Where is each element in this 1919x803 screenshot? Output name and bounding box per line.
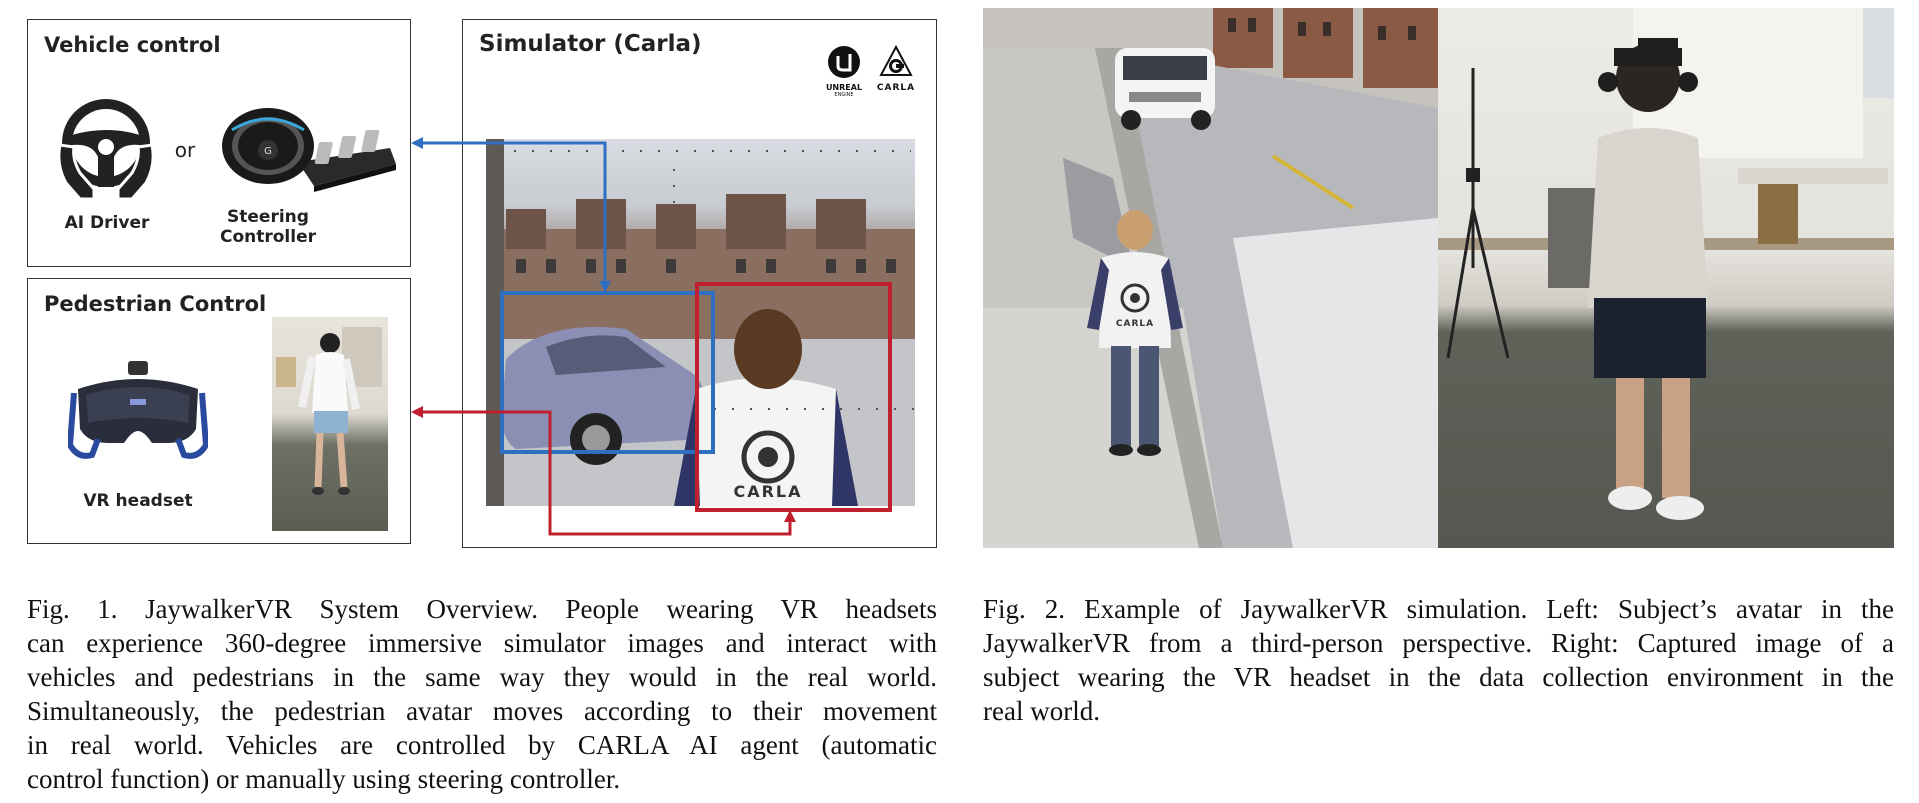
vr-headset-icon [68, 361, 208, 459]
fig2-caption-line: Fig. 2. Example of JaywalkerVR simulatio… [983, 594, 1894, 624]
vr-headset-label: VR headset [83, 491, 193, 511]
vehicle-box-arrowhead [599, 281, 611, 292]
carla-logo: CARLA [873, 44, 919, 117]
vehicle-control-panel: Vehicle control AI Driver or G [27, 19, 411, 267]
figure-2-caption: Fig. 2. Example of JaywalkerVR simulatio… [983, 592, 1894, 728]
ai-driver-steering-wheel-icon [57, 99, 155, 201]
control-flow-arrows [411, 137, 796, 536]
unreal-engine-icon [828, 46, 860, 78]
fig1-caption-line: Fig. 1. JaywalkerVR System Overview. Peo… [27, 594, 937, 624]
vehicle-control-arrow [420, 141, 607, 288]
unreal-logo-text: UNREAL [825, 83, 863, 92]
steering-label-line1: Steering [227, 207, 309, 227]
unreal-logo-subtext: ENGINE [834, 92, 854, 98]
fig2-caption-line: real world. [983, 696, 1100, 726]
avatar-simulation-image: CARLA [983, 8, 1438, 548]
tshirt-carla-text: CARLA [733, 482, 802, 501]
walking-person-photo [272, 317, 388, 531]
pedestrian-control-arrowhead [411, 406, 423, 418]
real-world-subject-photo [1438, 8, 1894, 548]
pedestrian-bounding-box [695, 282, 892, 512]
fig1-caption-line: vehicles and pedestrians in the same way… [27, 662, 937, 692]
or-label: or [174, 138, 196, 162]
svg-text:G: G [264, 146, 272, 157]
vehicle-bounding-box [500, 291, 715, 454]
pedestrian-box-arrowhead [784, 510, 796, 522]
steering-label-line2: Controller [219, 227, 316, 247]
vehicle-control-title: Vehicle control [44, 33, 221, 57]
pedestrian-control-title: Pedestrian Control [44, 292, 267, 316]
simulator-scene-image: CARLA [486, 139, 915, 506]
simulator-title: Simulator (Carla) [479, 31, 702, 57]
figure-1-caption: Fig. 1. JaywalkerVR System Overview. Peo… [27, 592, 937, 796]
fig2-caption-line: subject wearing the VR headset in the da… [983, 662, 1894, 692]
ai-driver-label: AI Driver [64, 213, 150, 233]
steering-controller-icon: G [222, 108, 396, 192]
fig1-caption-line: control function) or manually using stee… [27, 764, 621, 794]
fig1-caption-line: in real world. Vehicles are controlled b… [27, 730, 937, 760]
pedestrian-control-panel: Pedestrian Control VR headset [27, 278, 411, 544]
simulator-panel: Simulator (Carla) UNREAL ENGINE CARLA [462, 19, 937, 548]
carla-logo-text: CARLA [876, 83, 916, 93]
steering-controller-label: Steering Controller [208, 207, 328, 247]
unreal-engine-logo: UNREAL ENGINE [821, 45, 867, 117]
avatar-tshirt-text: CARLA [1116, 319, 1154, 329]
fig1-caption-line: Simultaneously, the pedestrian avatar mo… [27, 696, 937, 726]
fig1-caption-line: can experience 360-degree immersive simu… [27, 628, 937, 658]
pedestrian-control-arrow [420, 410, 792, 536]
fig2-caption-line: JaywalkerVR from a third-person perspect… [983, 628, 1894, 658]
vehicle-control-arrowhead [411, 137, 423, 149]
carla-icon [879, 44, 913, 76]
